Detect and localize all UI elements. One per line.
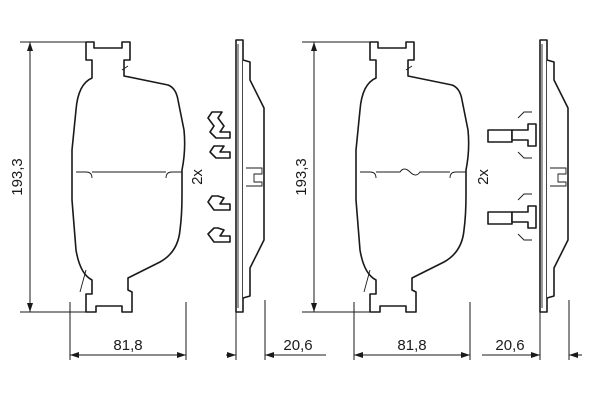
- right-height-dimension: 193,3: [293, 41, 372, 313]
- left-width-label: 81,8: [113, 337, 142, 354]
- left-thickness-dimension: 20,6: [226, 300, 326, 360]
- left-pad-front: [71, 41, 186, 313]
- right-qty-label: 2x: [475, 169, 492, 185]
- left-pad-set: 193,3 81,8 2x: [9, 39, 326, 360]
- left-thickness-label: 20,6: [283, 337, 312, 354]
- right-width-label: 81,8: [397, 337, 426, 354]
- right-height-label: 193,3: [293, 158, 310, 196]
- left-height-dimension: 193,3: [9, 41, 88, 313]
- left-width-dimension: 81,8: [69, 302, 187, 360]
- right-thickness-label: 20,6: [495, 337, 524, 354]
- right-wear-clips: [487, 111, 537, 241]
- right-thickness-dimension: 20,6: [482, 300, 582, 360]
- left-qty-label: 2x: [189, 169, 206, 185]
- left-height-label: 193,3: [9, 158, 26, 196]
- right-pad-side-profile: [539, 39, 569, 313]
- right-width-dimension: 81,8: [353, 302, 471, 360]
- left-spring-clips: [207, 111, 231, 243]
- right-pad-set: 193,3 81,8 2x: [293, 39, 582, 360]
- right-pad-front: [355, 41, 470, 313]
- left-pad-side-profile: [235, 39, 265, 313]
